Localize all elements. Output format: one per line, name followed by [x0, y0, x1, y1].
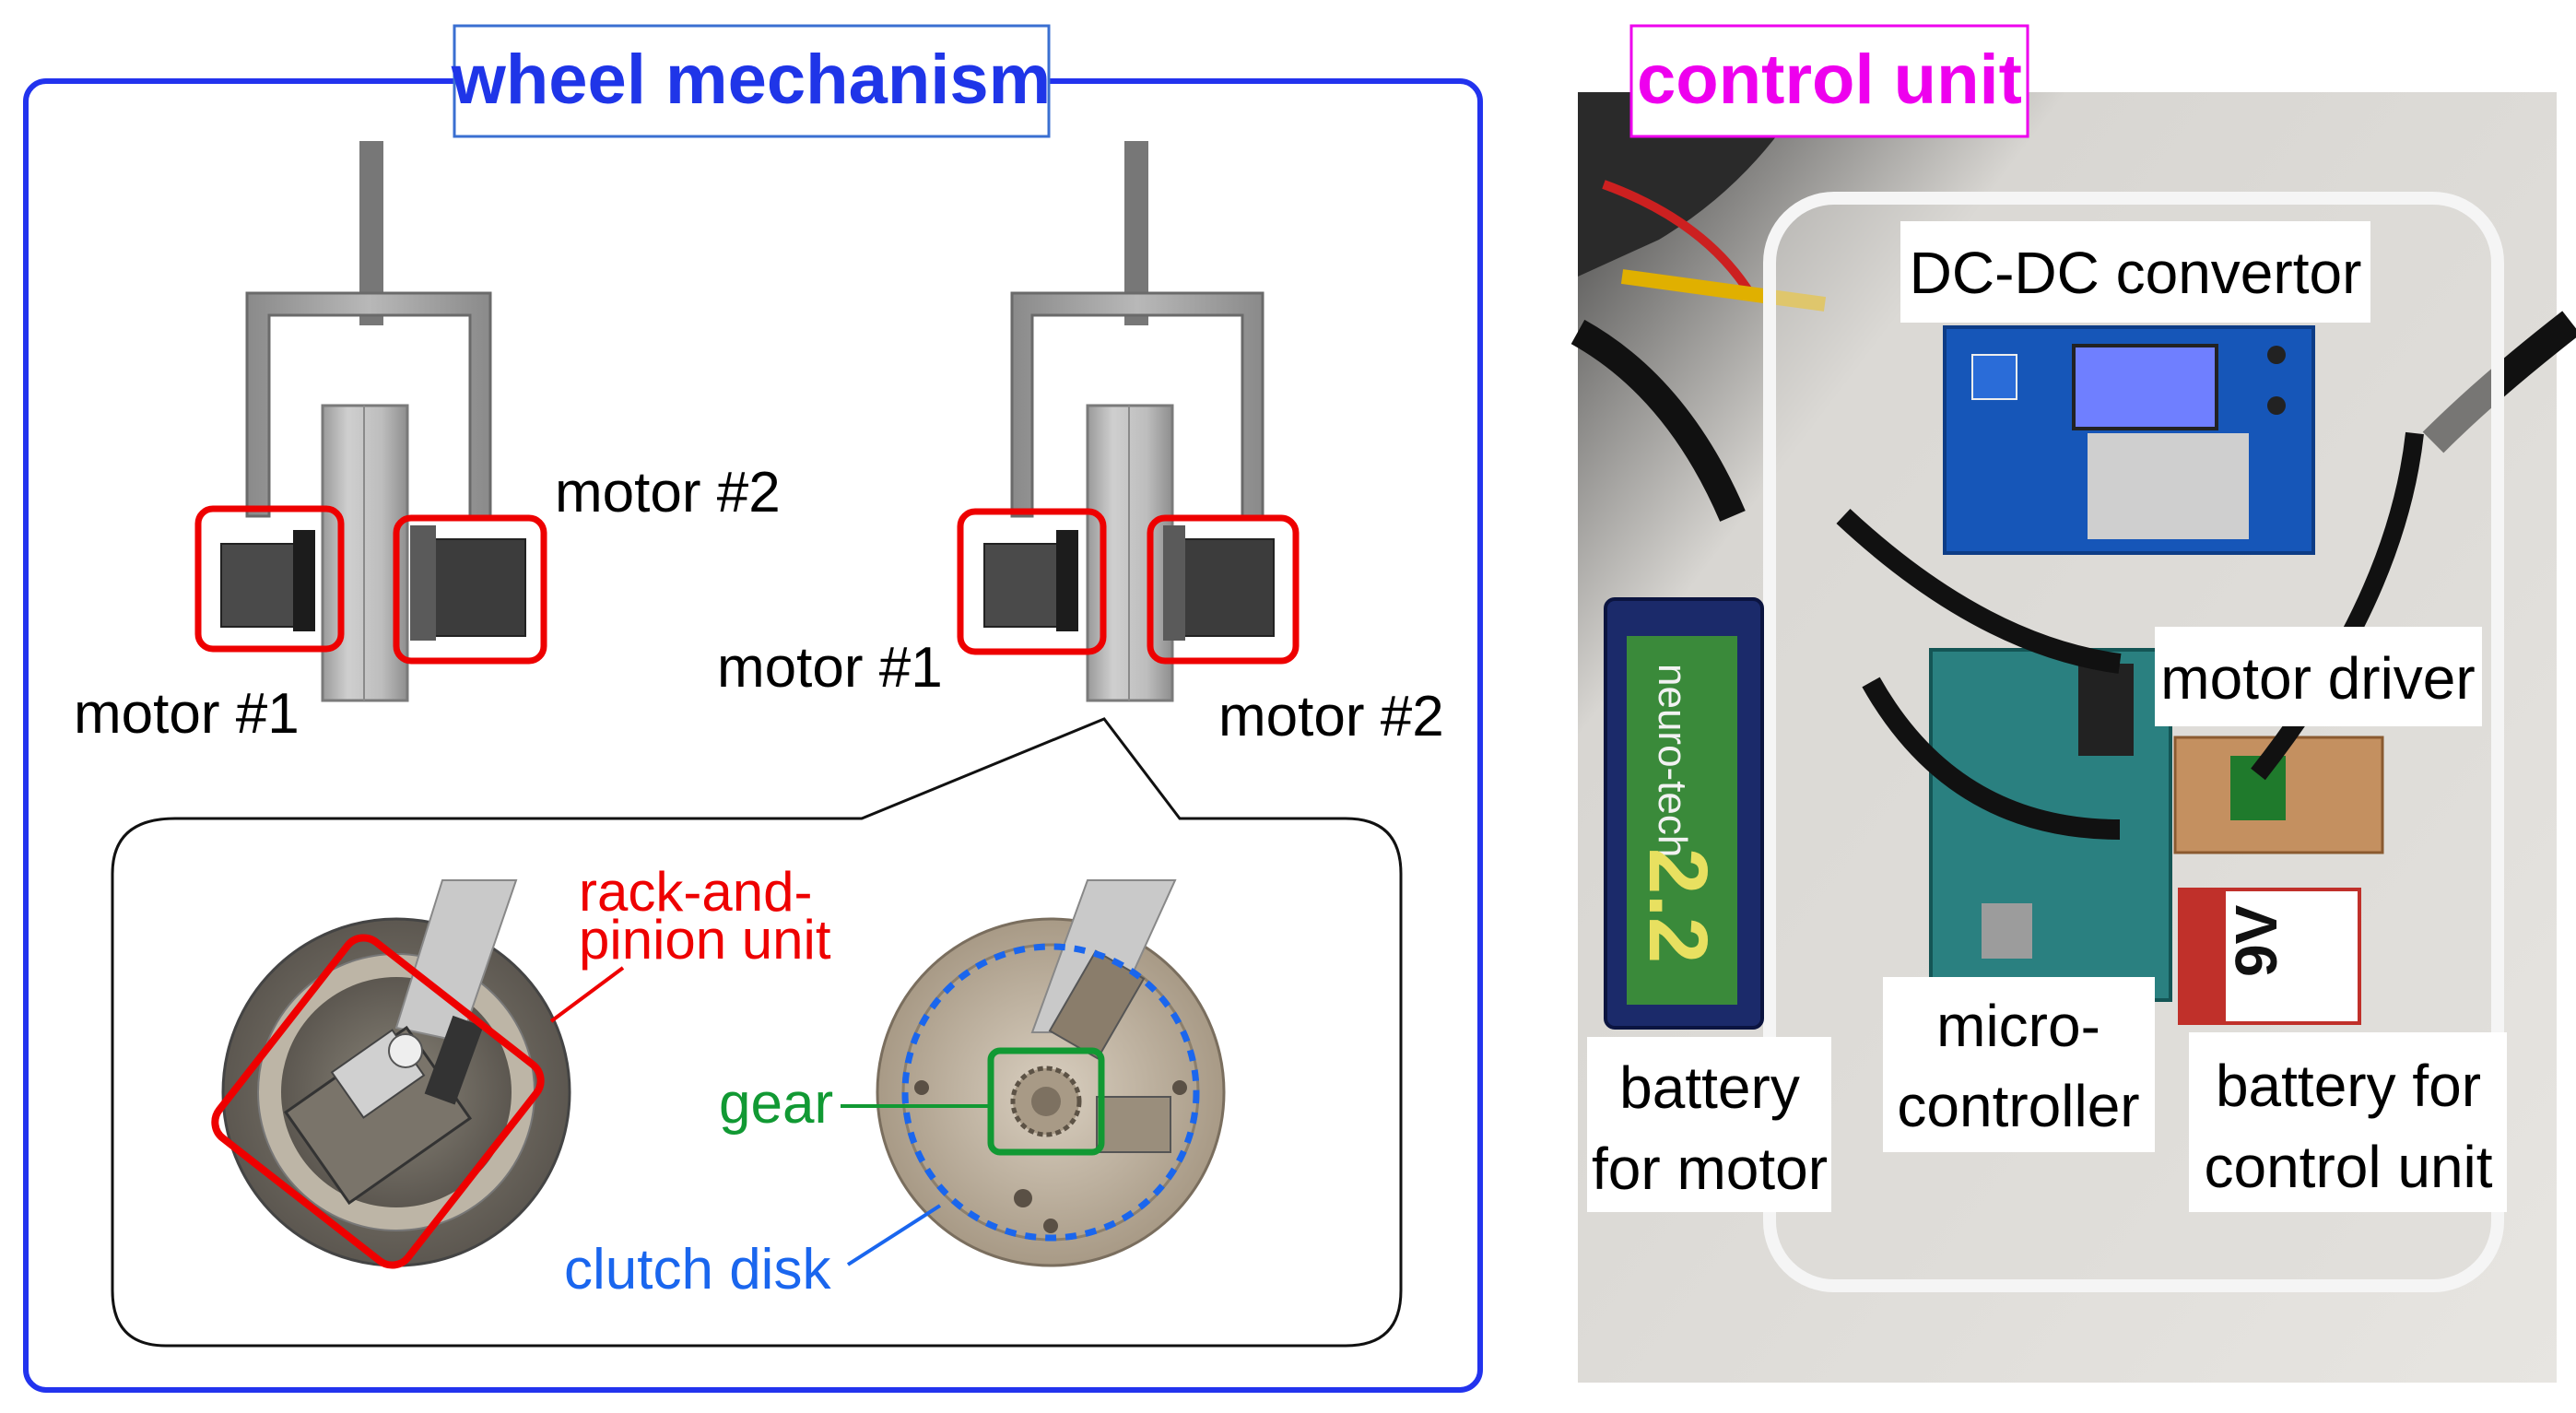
clutch-leader: [846, 1204, 942, 1266]
gear-highlight: [987, 1047, 1105, 1156]
wheel-mechanism-panel: wheel mechanism motor #1 motor #2: [23, 24, 1483, 1393]
dcdc-label: DC-DC convertor: [1910, 240, 2362, 306]
clutch-dashed-ring: [901, 943, 1200, 1242]
frame-icon: [245, 291, 492, 518]
motor-icon: [410, 525, 526, 641]
motor1-label: motor #1: [717, 636, 943, 700]
rack-pinion-disk-icon: [221, 879, 571, 1267]
detail-callout: rack-and- pinion unit gear: [111, 717, 1403, 1348]
motor-icon: [220, 530, 315, 631]
battery-motor-label-1: battery: [1619, 1054, 1800, 1121]
battery-icon: neuro-tech 2.2: [1604, 597, 1764, 1030]
control-title: control unit: [1637, 41, 2022, 119]
battery-control-label-box: [2189, 1032, 2507, 1212]
motor-icon: [1163, 525, 1275, 641]
rack-pinion-leader: [549, 966, 625, 1023]
mechanism-view-a: motor #1 motor #2: [74, 141, 781, 746]
motor-driver-label: motor driver: [2160, 645, 2475, 712]
gear-label: gear: [719, 1072, 833, 1136]
battery-icon: 9V: [2178, 888, 2361, 1025]
frame-icon: [1010, 291, 1264, 518]
battery-control-label-2: control unit: [2204, 1134, 2492, 1200]
cable: [1836, 508, 2122, 674]
control-title-box: [1629, 24, 2029, 138]
micro-label-2: controller: [1897, 1073, 2139, 1139]
cable: [1862, 677, 2121, 840]
motor2-highlight: [393, 514, 547, 665]
control-unit-panel: neuro-tech 2.2 9V DC-DC convertor motor …: [1570, 24, 2576, 1383]
clutch-label: clutch disk: [564, 1238, 831, 1301]
rack-pinion-label-2: pinion unit: [579, 909, 831, 971]
gear-icon: [1010, 1066, 1082, 1137]
battery-motor-capacity: 2.2: [1631, 848, 1723, 963]
motor-icon: [983, 530, 1078, 631]
motor2-label: motor #2: [555, 461, 781, 524]
panel-title-box: [453, 24, 1051, 138]
dcdc-label-box: [1900, 221, 2370, 323]
dark-area: [1578, 92, 1806, 277]
battery-motor-label-box: [1587, 1037, 1831, 1212]
cable: [1602, 180, 1756, 298]
motor-driver-label-box: [2155, 627, 2482, 726]
motor1-label: motor #1: [74, 682, 300, 746]
motor2-label: motor #2: [1218, 685, 1444, 748]
motor1-highlight: [957, 508, 1107, 655]
battery-control-label-1: battery for: [2216, 1053, 2481, 1119]
panel-title: wheel mechanism: [451, 41, 1052, 119]
rack-pinion-label-1: rack-and-: [579, 861, 812, 923]
micro-label-box: [1883, 977, 2155, 1152]
cable: [2251, 431, 2424, 781]
battery-9v-text: 9V: [2223, 904, 2289, 977]
micro-label-1: micro-: [1936, 993, 2100, 1059]
mechanism-view-b: motor #1 motor #2: [717, 141, 1444, 748]
motor2-highlight: [1147, 514, 1300, 665]
rack-pinion-highlight: [211, 934, 545, 1269]
battery-motor-brand: neuro-tech: [1650, 664, 1695, 857]
circuit-board-icon: [1943, 325, 2315, 555]
motor1-highlight: [194, 505, 345, 653]
battery-motor-label-2: for motor: [1592, 1136, 1828, 1202]
cable: [1570, 319, 1746, 522]
